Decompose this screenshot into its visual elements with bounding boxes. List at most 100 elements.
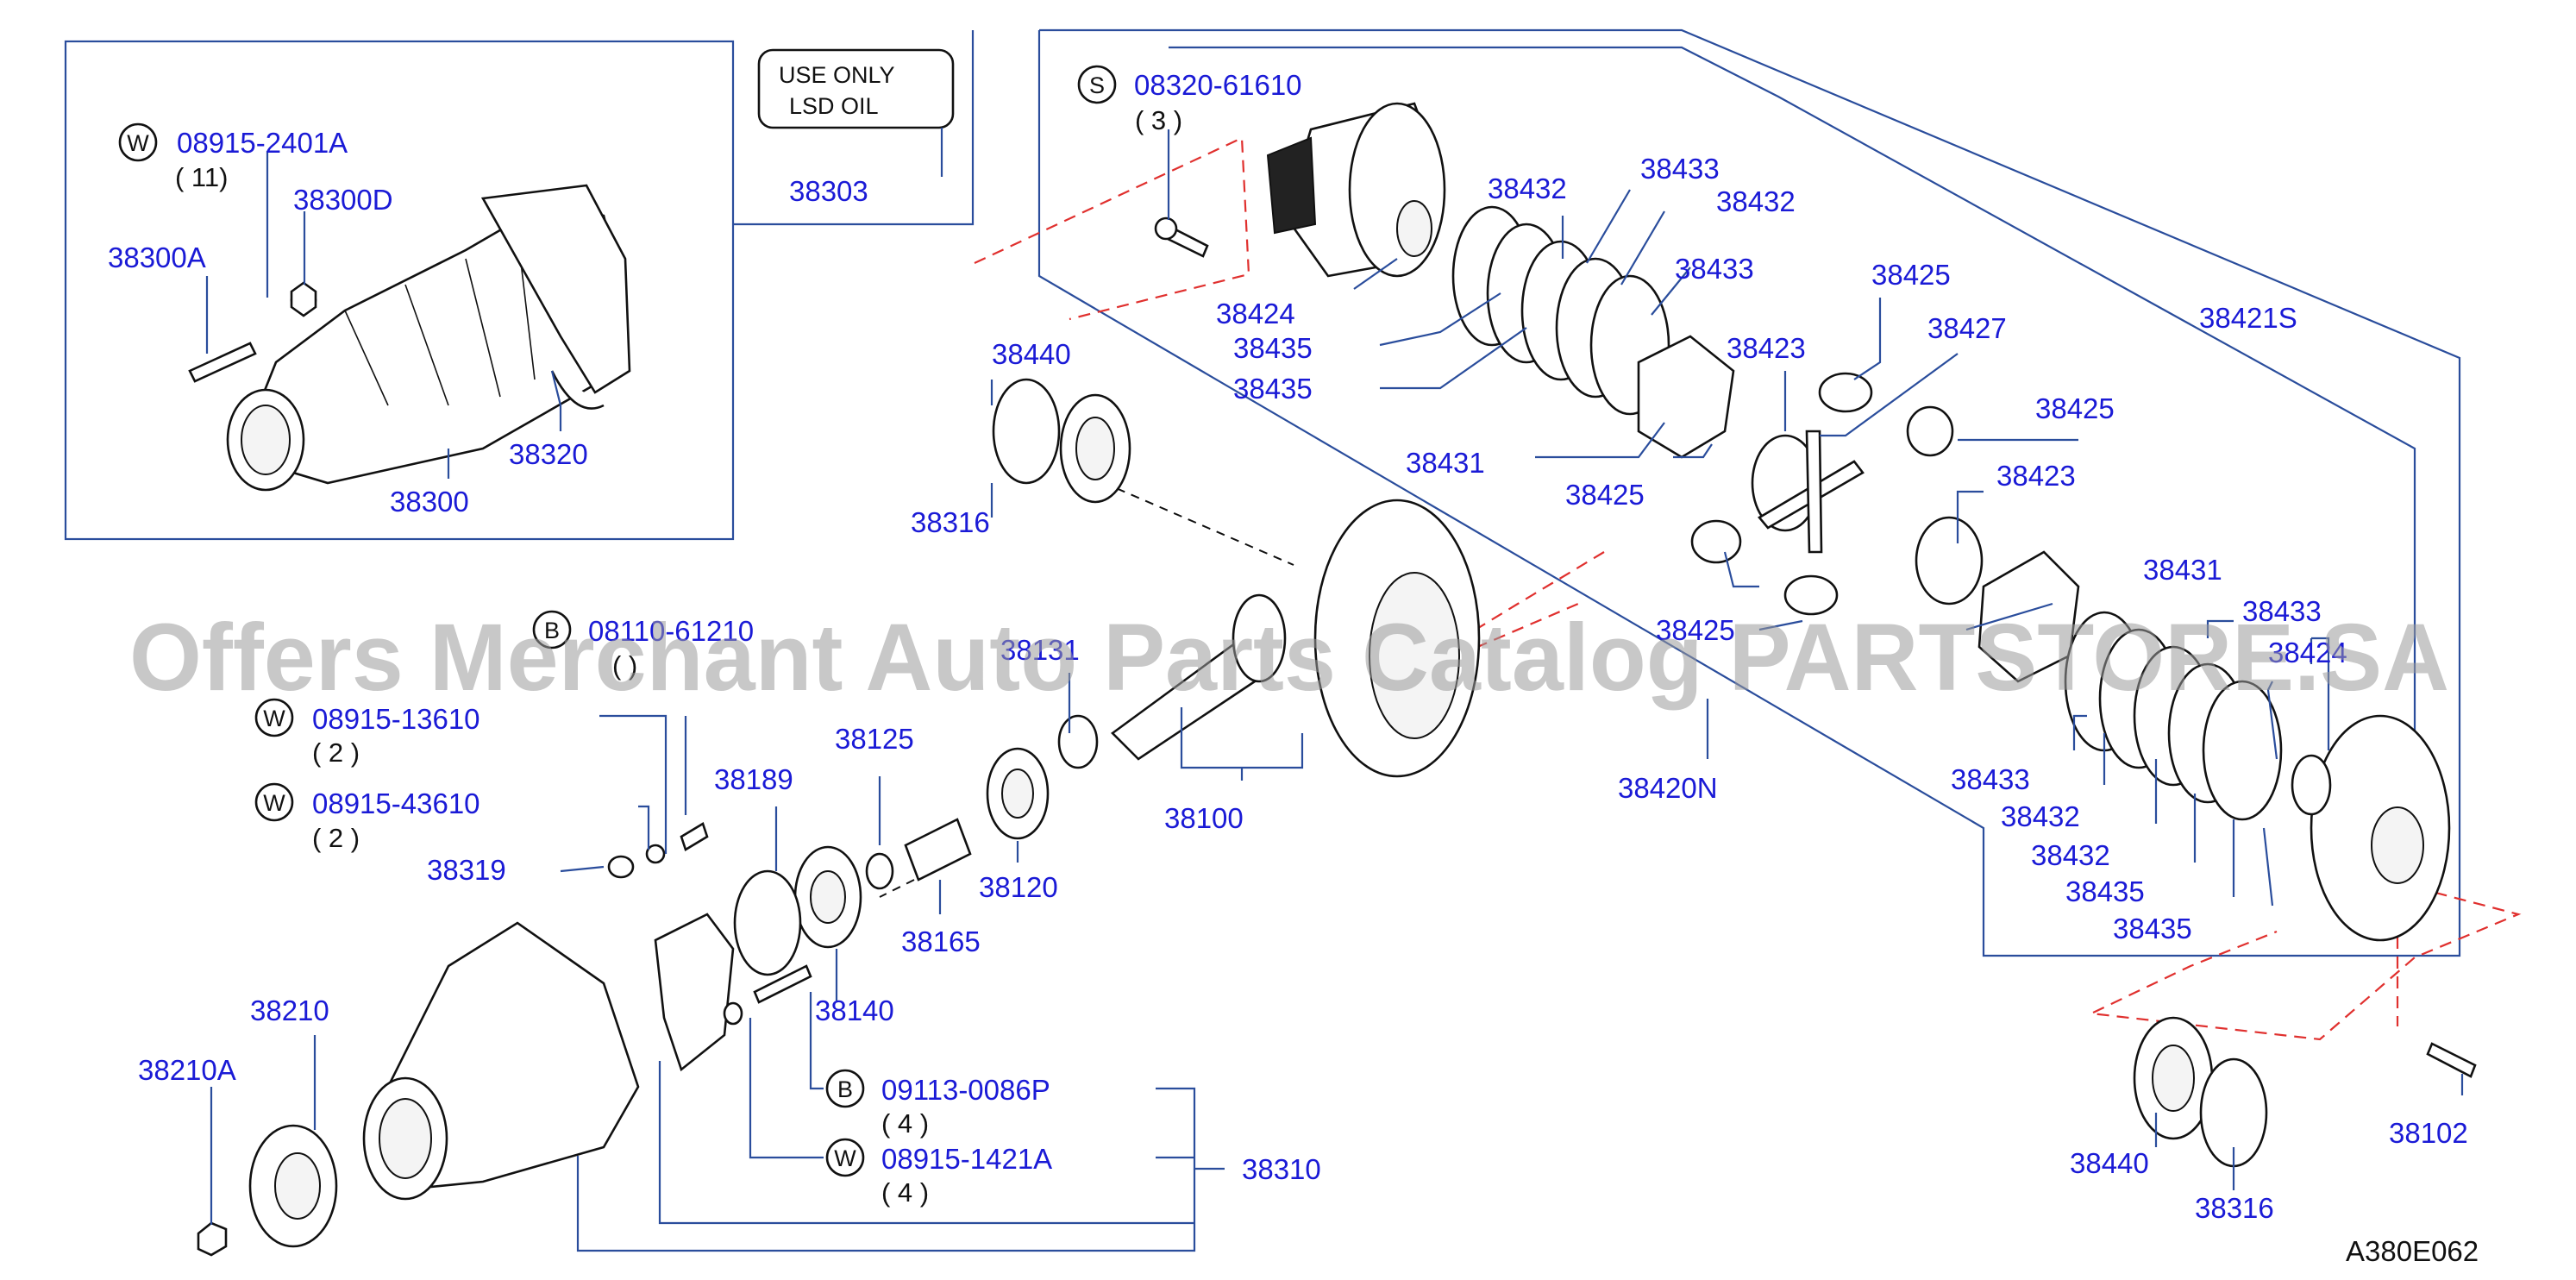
bolt-ref-qty: ( 2 ) — [312, 737, 360, 768]
part-label-38433-d: 38433 — [1951, 763, 2030, 795]
part-label-38431-a: 38431 — [1406, 447, 1485, 479]
bolt-ref-code: 08915-2401A — [177, 127, 348, 159]
part-label-38316-b: 38316 — [2195, 1192, 2274, 1224]
small-bolts-left — [607, 822, 709, 879]
part-label-38435-b: 38435 — [1233, 373, 1313, 405]
nut-washer — [290, 281, 317, 317]
bolt-ref-qty: ( 4 ) — [881, 1108, 929, 1139]
part-label-38440-a: 38440 — [992, 338, 1071, 370]
leader-lines — [205, 129, 2464, 1252]
part-label-38432-d: 38432 — [2031, 839, 2110, 871]
bolt-ref-letter: W — [834, 1145, 856, 1171]
bolt-ref-qty: ( 2 ) — [312, 823, 360, 853]
part-label-38300A: 38300A — [108, 242, 206, 273]
bolt-ref-letter: B — [544, 618, 560, 643]
carrier-box — [64, 40, 735, 541]
lsd-case-right — [2291, 714, 2451, 942]
part-label-38316-a: 38316 — [911, 506, 990, 538]
part-label-38440-b: 38440 — [2070, 1147, 2149, 1179]
part-label-38425-a: 38425 — [1871, 259, 1951, 291]
part-label-38421S: 38421S — [2199, 302, 2297, 334]
diff-assembly-frame — [1037, 28, 2461, 957]
part-label-38425-d: 38425 — [1656, 614, 1735, 646]
part-label-38431-b: 38431 — [2143, 554, 2222, 586]
bolt-ref-qty: ( 4 ) — [881, 1177, 929, 1208]
part-label-38100: 38100 — [1164, 802, 1244, 834]
part-label-38433-b: 38433 — [1675, 253, 1754, 285]
part-label-38423-a: 38423 — [1727, 332, 1806, 364]
bolt-ref-code: 08915-1421A — [881, 1143, 1052, 1175]
case-bolt-left — [1154, 216, 1209, 258]
companion-flange — [248, 1124, 338, 1248]
bolt-ref-letter: B — [837, 1076, 853, 1102]
part-label-38310: 38310 — [1242, 1153, 1321, 1185]
gasket-38320 — [550, 370, 605, 410]
carrier-housing — [226, 184, 631, 492]
lsd-case-left — [1266, 102, 1446, 278]
part-label-38423-b: 38423 — [1996, 460, 2076, 492]
cover-bracket — [654, 913, 735, 1072]
bolt-ref-3: B 08110-61210 ( ) — [532, 610, 754, 681]
bolt-ref-qty: ( ) — [612, 650, 637, 681]
bolt-ref-letter: W — [127, 130, 149, 156]
bolt-ref-letter: W — [263, 790, 285, 816]
part-label-38120: 38120 — [979, 871, 1058, 903]
bolt-ref-qty: ( 3 ) — [1135, 105, 1182, 135]
note-frame-line — [733, 30, 975, 226]
part-label-38432-a: 38432 — [1488, 173, 1567, 204]
bolt-ref-letter: W — [263, 706, 285, 731]
part-label-38435-a: 38435 — [1233, 332, 1313, 364]
part-label-38425-b: 38425 — [2035, 392, 2115, 424]
bolt-ref-code: 08915-43610 — [312, 787, 480, 819]
watermark: Offers Merchant Auto Parts Catalog PARTS… — [129, 605, 2449, 711]
part-label-38319: 38319 — [427, 854, 506, 886]
note-line-1: USE ONLY — [779, 62, 895, 88]
bolt-ref-7: W 08915-1421A ( 4 ) — [825, 1138, 1052, 1208]
bolt-ref-5: W 08915-43610 ( 2 ) — [254, 782, 480, 853]
bolt-ref-1: W 08915-2401A ( 11) — [118, 122, 348, 192]
cover-bolt — [723, 964, 812, 1026]
part-label-38300: 38300 — [390, 486, 469, 518]
part-label-38425-c: 38425 — [1565, 479, 1645, 511]
part-label-38320: 38320 — [509, 438, 588, 470]
bolt-ref-code: 08320-61610 — [1134, 69, 1302, 101]
note-box: USE ONLY LSD OIL — [757, 48, 955, 177]
part-label-38427: 38427 — [1927, 312, 2007, 344]
part-labels: 38300D 38300A 38320 38300 38303 38432 38… — [108, 153, 2468, 1224]
part-label-38131: 38131 — [1000, 634, 1080, 666]
diagram-code: A380E062 — [2346, 1235, 2479, 1267]
bolt-ref-letter: S — [1089, 72, 1105, 98]
drive-pinion — [1111, 593, 1287, 761]
part-label-38420N: 38420N — [1618, 772, 1718, 804]
flange-nut — [197, 1221, 228, 1257]
part-label-38424-a: 38424 — [1216, 298, 1295, 329]
part-label-38433-c: 38433 — [2242, 595, 2322, 627]
pinion-shaft — [1758, 430, 1865, 554]
side-bearing-right — [2133, 1016, 2268, 1168]
side-gears — [1751, 434, 1984, 605]
part-label-38140: 38140 — [815, 995, 894, 1026]
pinion-mates — [1690, 372, 1954, 616]
bolt-ref-6: B 09113-0086P ( 4 ) — [825, 1069, 1050, 1139]
ring-gear — [1313, 499, 1481, 778]
bolt-ref-qty: ( 11) — [175, 162, 228, 192]
part-label-38432-c: 38432 — [2001, 800, 2080, 832]
part-label-38424-b: 38424 — [2268, 637, 2347, 668]
part-label-38435-d: 38435 — [2113, 913, 2192, 944]
part-label-38210: 38210 — [250, 995, 329, 1026]
bolt-ref-code: 09113-0086P — [881, 1074, 1050, 1106]
part-label-38125: 38125 — [835, 723, 914, 755]
part-label-38189: 38189 — [714, 763, 793, 795]
pinion-bearings — [733, 747, 1050, 976]
note-line-2: LSD OIL — [789, 93, 879, 119]
bolt-ref-4: W 08915-13610 ( 2 ) — [254, 698, 480, 768]
lsd-case-frame — [1169, 46, 2416, 759]
part-label-38433-a: 38433 — [1640, 153, 1720, 185]
part-label-38165: 38165 — [901, 925, 981, 957]
pinion-washer — [1057, 714, 1099, 769]
case-bolt-right — [2426, 1042, 2477, 1078]
side-bearing-left — [992, 378, 1131, 504]
bolt-ref-2: S 08320-61610 ( 3 ) — [1077, 65, 1302, 135]
part-label-38435-c: 38435 — [2065, 875, 2145, 907]
